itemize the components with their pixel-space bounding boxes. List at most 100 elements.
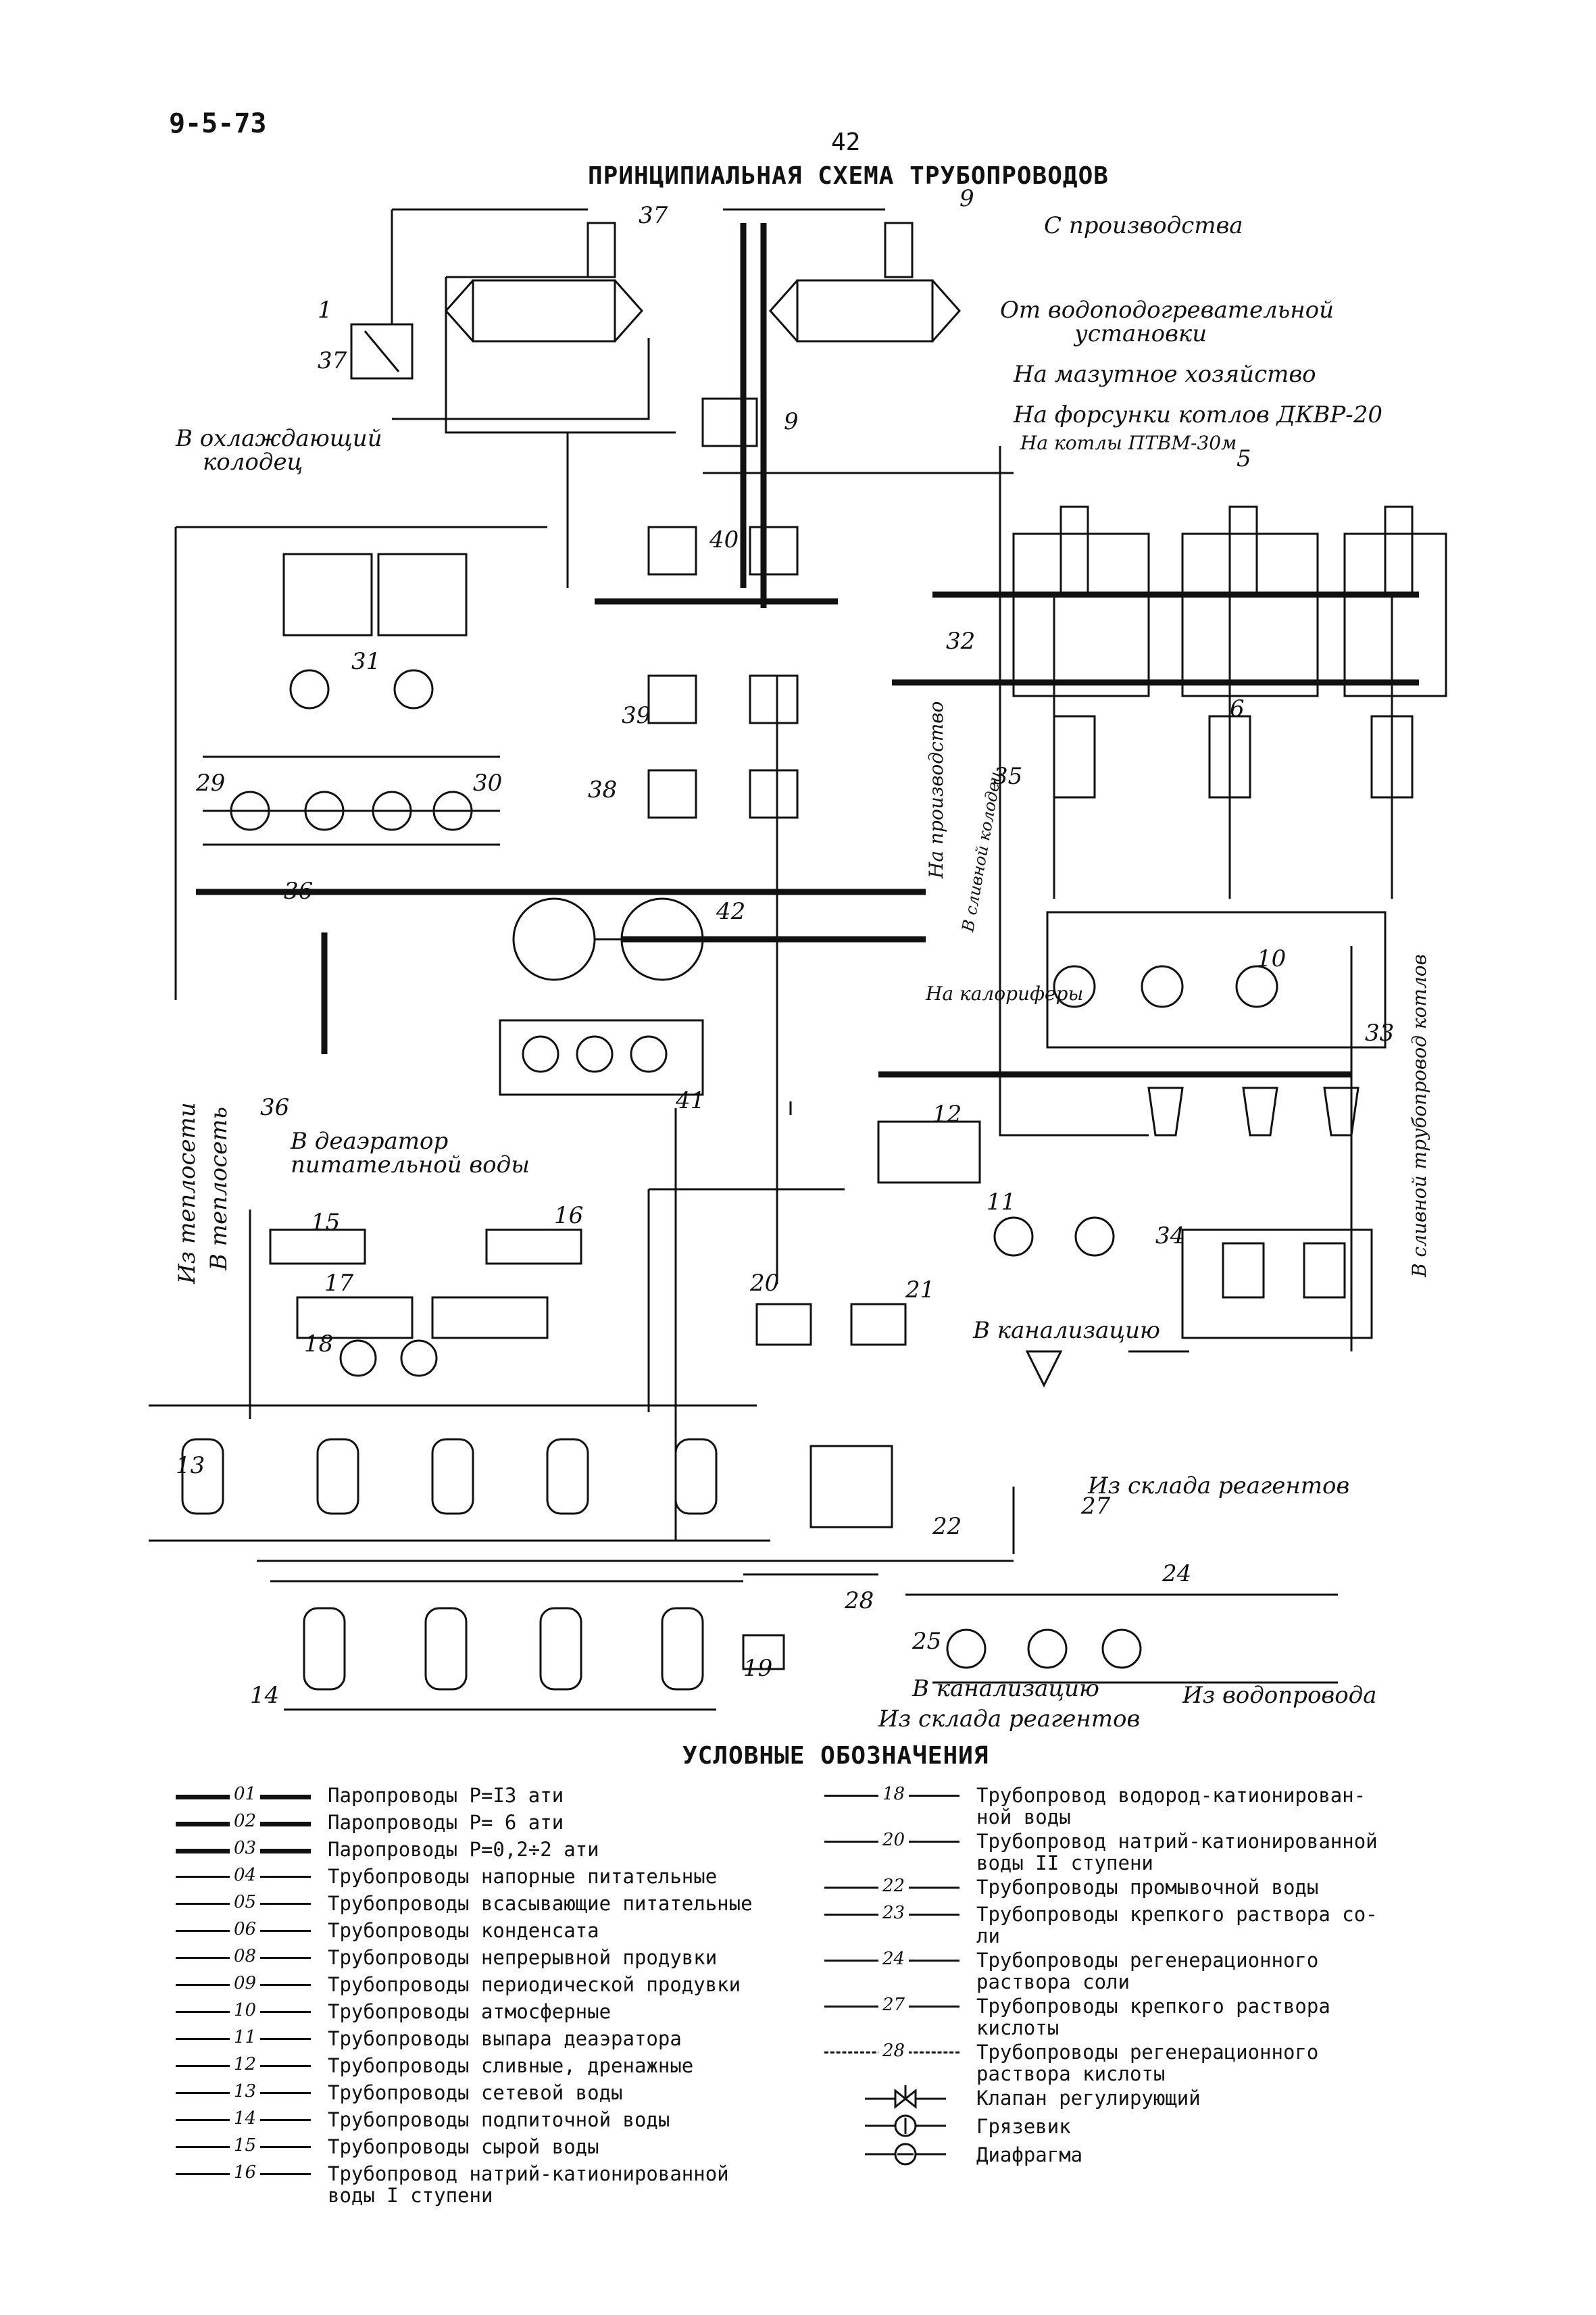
pipe-15-water-supply bbox=[905, 1593, 1338, 1684]
legend-symbol-text: Клапан регулирующий bbox=[976, 2087, 1201, 2110]
equipment-number: 5 bbox=[1237, 445, 1251, 472]
feed-pumps-10 bbox=[1046, 911, 1387, 1049]
equipment-number: 41 bbox=[675, 1087, 705, 1114]
equipment-number: 28 bbox=[844, 1587, 874, 1614]
steam-pipes bbox=[196, 223, 1419, 1078]
legend-text: Трубопровод водород-катионирован- bbox=[976, 1784, 1366, 1807]
equipment-number: 9 bbox=[959, 185, 974, 212]
pipe-12 bbox=[392, 338, 1014, 474]
label-to-heat-network: В теплосеть bbox=[205, 1107, 232, 1271]
legend-code: 23 bbox=[878, 1901, 909, 1924]
label-to-deaerator: В деаэратор bbox=[290, 1128, 448, 1155]
legend-code: 08 bbox=[230, 1945, 261, 1968]
legend-text: Трубопроводы сливные, дренажные bbox=[328, 2054, 694, 2077]
equipment-number: 25 bbox=[912, 1628, 941, 1655]
equipment-number: 36 bbox=[260, 1094, 289, 1121]
label-from-water-heating: От водоподогревательной bbox=[1000, 297, 1334, 324]
equipment-number: 31 bbox=[351, 648, 380, 675]
legend-text: Трубопроводы регенерационного bbox=[976, 1949, 1319, 1972]
legend-text-continued: ли bbox=[976, 1924, 1000, 1947]
legend-text-continued: ной воды bbox=[976, 1806, 1071, 1828]
label-to-boilers: На котлы ПТВМ-30м bbox=[1020, 432, 1237, 454]
equipment-number: 19 bbox=[743, 1655, 772, 1682]
legend-text: Паропроводы Р=I3 ати bbox=[328, 1784, 564, 1807]
label-to-cooling-well-2: колодец bbox=[203, 449, 303, 476]
legend-code: 27 bbox=[878, 1993, 909, 2016]
label-from-heat-network: Из теплосети bbox=[174, 1102, 201, 1285]
equipment-number: 27 bbox=[1080, 1493, 1111, 1520]
equipment-number: 24 bbox=[1162, 1560, 1191, 1587]
equipment-number: 40 bbox=[709, 526, 739, 553]
legend-code: 01 bbox=[230, 1783, 261, 1806]
equipment-number: 10 bbox=[1257, 945, 1286, 972]
pipe-22-wash bbox=[257, 1560, 1014, 1576]
tanks-15-17 bbox=[269, 1228, 582, 1377]
legend-text: Паропроводы Р= 6 ати bbox=[328, 1811, 564, 1834]
legend-text: Трубопроводы конденсата bbox=[328, 1919, 599, 1942]
label-from-production: С производства bbox=[1044, 212, 1243, 239]
diaphragm-icon bbox=[865, 2141, 946, 2172]
label-to-calorifers: На калориферы bbox=[925, 982, 1083, 1005]
legend-code: 04 bbox=[230, 1864, 261, 1887]
legend-code: 11 bbox=[230, 2026, 261, 2049]
pipe-18 bbox=[445, 276, 676, 588]
document-code: 9-5-73 bbox=[169, 108, 267, 139]
legend-code: 02 bbox=[230, 1810, 261, 1833]
page-title: ПРИНЦИПИАЛЬНАЯ СХЕМА ТРУБОПРОВОДОВ bbox=[588, 162, 1109, 190]
legend-text: Трубопроводы сетевой воды bbox=[328, 2081, 623, 2104]
legend-text: Трубопроводы напорные питательные bbox=[328, 1865, 718, 1888]
equipment-number: 9 bbox=[784, 408, 799, 435]
legend-text: Паропроводы Р=0,2÷2 ати bbox=[328, 1838, 599, 1861]
equipment-number: 12 bbox=[932, 1101, 962, 1128]
label-to-drain-pipe: В сливной трубопровод котлов bbox=[1408, 954, 1430, 1278]
legend-text: Трубопроводы выпара деаэратора bbox=[328, 2027, 682, 2050]
label-to-cooling-well: В охлаждающий bbox=[175, 425, 382, 452]
label-from-water-supply: Из водопровода bbox=[1182, 1682, 1377, 1709]
legend-code: 09 bbox=[230, 1972, 261, 1995]
equipment-number-labels: 1 5 6 9 9 10 11 12 13 14 15 16 17 18 19 … bbox=[176, 185, 1394, 1709]
equipment-number: 39 bbox=[622, 702, 651, 729]
legend-code: 24 bbox=[878, 1947, 909, 1970]
legend-code: 18 bbox=[878, 1783, 909, 1806]
boilers-5 bbox=[1012, 505, 1447, 697]
heaters-39-40 bbox=[647, 526, 799, 819]
blowdown-coolers-33-34 bbox=[1147, 1087, 1373, 1339]
equipment-number: 1 bbox=[318, 297, 332, 324]
legend-text-continued: воды II ступени bbox=[976, 1851, 1153, 1874]
equipment-number: 34 bbox=[1155, 1222, 1184, 1249]
equipment-number: 21 bbox=[905, 1276, 934, 1303]
filters-row-14 bbox=[270, 1580, 743, 1711]
deaerator-9 bbox=[701, 222, 962, 447]
legend-text-continued: раствора кислоты bbox=[976, 2062, 1166, 2085]
label-to-production: На производство bbox=[925, 701, 947, 879]
equipment-number: 35 bbox=[993, 763, 1022, 790]
deaerator-37 bbox=[350, 222, 644, 380]
equipment-number: 11 bbox=[987, 1189, 1016, 1216]
legend-code: 05 bbox=[230, 1891, 261, 1914]
label-from-reagent-store-2: Из склада реагентов bbox=[878, 1706, 1140, 1733]
pipe-13-network bbox=[174, 526, 547, 1000]
equipment-number: 37 bbox=[639, 202, 668, 229]
legend-code: 20 bbox=[878, 1828, 909, 1851]
legend-code: 06 bbox=[230, 1918, 261, 1941]
equipment-number: 6 bbox=[1230, 695, 1245, 722]
equipment-number: 33 bbox=[1365, 1020, 1394, 1047]
regulating-valve-icon bbox=[865, 2084, 946, 2116]
legend-text: Трубопроводы периодической продувки bbox=[328, 1973, 741, 1996]
legend-symbol-text: Диафрагма bbox=[976, 2143, 1083, 2166]
legend-code: 12 bbox=[230, 2053, 261, 2076]
legend-text: Трубопроводы регенерационного bbox=[976, 2041, 1319, 2064]
label-from-reagent-store: Из склада реагентов bbox=[1087, 1472, 1349, 1499]
makeup-pumps-41 bbox=[499, 1019, 704, 1096]
legend-code: 22 bbox=[878, 1874, 909, 1897]
legend-text: Трубопроводы крепкого раствора bbox=[976, 1995, 1330, 2018]
legend-text: Трубопроводы непрерывной продувки bbox=[328, 1946, 718, 1969]
pipe-11-top bbox=[391, 208, 885, 324]
strainer-icon bbox=[865, 2112, 946, 2144]
equipment-number: 37 bbox=[318, 347, 347, 374]
pipe-18-treatment bbox=[249, 1188, 845, 1419]
legend-text: Трубопроводы всасывающие питательные bbox=[328, 1892, 753, 1915]
legend-code: 13 bbox=[230, 2080, 261, 2103]
label-to-sewer-2: В канализацию bbox=[912, 1675, 1099, 1702]
legend-code: 03 bbox=[230, 1837, 261, 1860]
